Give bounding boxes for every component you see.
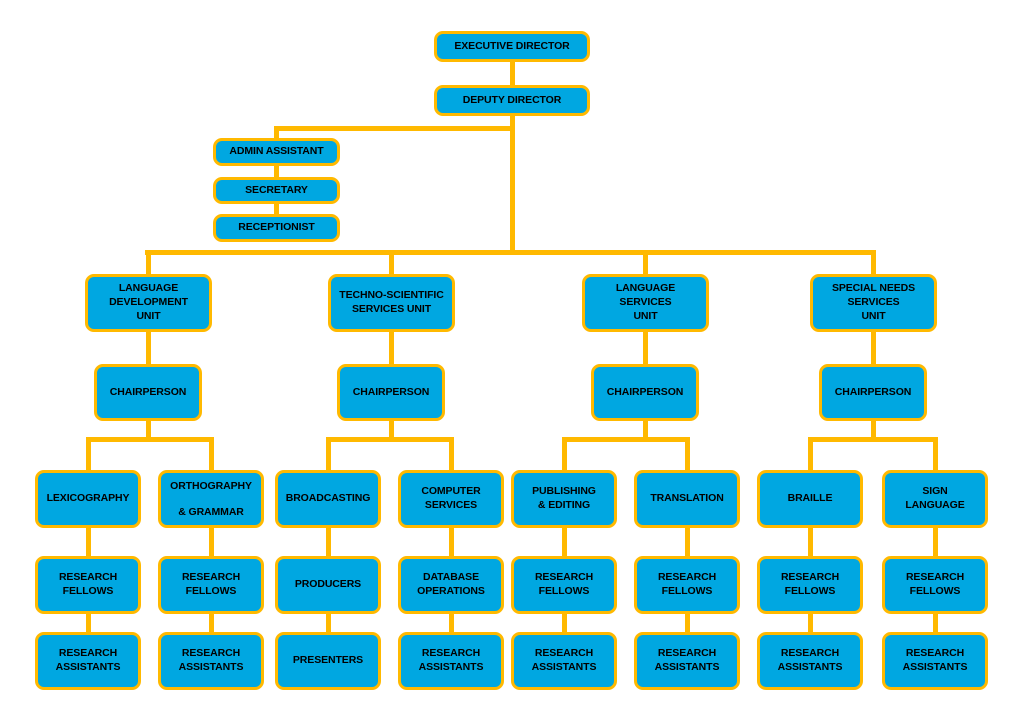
node-broadcasting: BROADCASTING xyxy=(275,470,381,528)
connector-unit-chair-3 xyxy=(643,331,648,364)
node-receptionist: RECEPTIONIST xyxy=(213,214,340,242)
connector-split-bar-4 xyxy=(808,437,936,442)
node-publishing-editing: PUBLISHING & EDITING xyxy=(511,470,617,528)
connector-branch-admin xyxy=(274,126,279,138)
connector-row1-row2 xyxy=(449,527,454,556)
node-producers: PRODUCERS xyxy=(275,556,381,614)
node-research-fellows-lexicography: RESEARCH FELLOWS xyxy=(35,556,141,614)
connector-admin-branch xyxy=(274,126,515,131)
connector-unit-chair-2 xyxy=(389,331,394,364)
connector-row2-row3 xyxy=(933,613,938,632)
node-computer-services: COMPUTER SERVICES xyxy=(398,470,504,528)
node-translation: TRANSLATION xyxy=(634,470,740,528)
node-research-fellows-braille: RESEARCH FELLOWS xyxy=(757,556,863,614)
node-orthography-grammar: ORTHOGRAPHY & GRAMMAR xyxy=(158,470,264,528)
connector-bar-leaf xyxy=(808,437,813,470)
connector-row1-row2 xyxy=(933,527,938,556)
node-chairperson-language-services: CHAIRPERSON xyxy=(591,364,699,421)
connector-row2-row3 xyxy=(808,613,813,632)
connector-bar-leaf xyxy=(933,437,938,470)
connector-secretary-receptionist xyxy=(274,203,279,214)
connector-row1-row2 xyxy=(86,527,91,556)
node-language-development-unit: LANGUAGE DEVELOPMENT UNIT xyxy=(85,274,212,332)
connector-unit-chair-4 xyxy=(871,331,876,364)
connector-bar-leaf xyxy=(86,437,91,470)
connector-bar-leaf xyxy=(685,437,690,470)
connector-split-bar-1 xyxy=(86,437,214,442)
connector-bar-leaf xyxy=(449,437,454,470)
node-techno-scientific-services-unit: TECHNO-SCIENTIFIC SERVICES UNIT xyxy=(328,274,455,332)
connector-chair-split-1 xyxy=(146,420,151,437)
node-research-fellows-publishing: RESEARCH FELLOWS xyxy=(511,556,617,614)
node-research-assistants-lexicography: RESEARCH ASSISTANTS xyxy=(35,632,141,690)
connector-main-horizontal xyxy=(145,250,876,255)
node-research-assistants-translation: RESEARCH ASSISTANTS xyxy=(634,632,740,690)
node-secretary: SECRETARY xyxy=(213,177,340,204)
node-research-assistants-computer: RESEARCH ASSISTANTS xyxy=(398,632,504,690)
node-language-services-unit: LANGUAGE SERVICES UNIT xyxy=(582,274,709,332)
node-chairperson-techno-scientific: CHAIRPERSON xyxy=(337,364,445,421)
node-chairperson-language-development: CHAIRPERSON xyxy=(94,364,202,421)
node-deputy-director: DEPUTY DIRECTOR xyxy=(434,85,590,116)
node-chairperson-special-needs: CHAIRPERSON xyxy=(819,364,927,421)
connector-row2-row3 xyxy=(209,613,214,632)
connector-drop-unit-3 xyxy=(643,250,648,274)
connector-exec-deputy xyxy=(510,62,515,85)
node-research-fellows-sign-language: RESEARCH FELLOWS xyxy=(882,556,988,614)
connector-row1-row2 xyxy=(562,527,567,556)
node-database-operations: DATABASE OPERATIONS xyxy=(398,556,504,614)
connector-row1-row2 xyxy=(808,527,813,556)
connector-unit-chair-1 xyxy=(146,331,151,364)
node-research-assistants-publishing: RESEARCH ASSISTANTS xyxy=(511,632,617,690)
node-presenters: PRESENTERS xyxy=(275,632,381,690)
connector-row1-row2 xyxy=(685,527,690,556)
connector-row2-row3 xyxy=(326,613,331,632)
connector-deputy-main xyxy=(510,116,515,255)
node-research-fellows-translation: RESEARCH FELLOWS xyxy=(634,556,740,614)
connector-bar-leaf xyxy=(209,437,214,470)
node-special-needs-services-unit: SPECIAL NEEDS SERVICES UNIT xyxy=(810,274,937,332)
connector-split-bar-3 xyxy=(562,437,690,442)
connector-row2-row3 xyxy=(562,613,567,632)
connector-drop-unit-2 xyxy=(389,250,394,274)
connector-chair-split-3 xyxy=(643,420,648,437)
connector-drop-unit-4 xyxy=(871,250,876,274)
connector-chair-split-4 xyxy=(871,420,876,437)
connector-bar-leaf xyxy=(326,437,331,470)
connector-drop-unit-1 xyxy=(146,250,151,274)
node-braille: BRAILLE xyxy=(757,470,863,528)
connector-row2-row3 xyxy=(86,613,91,632)
node-admin-assistant: ADMIN ASSISTANT xyxy=(213,138,340,166)
connector-bar-leaf xyxy=(562,437,567,470)
node-research-assistants-braille: RESEARCH ASSISTANTS xyxy=(757,632,863,690)
connector-row1-row2 xyxy=(326,527,331,556)
node-lexicography: LEXICOGRAPHY xyxy=(35,470,141,528)
node-sign-language: SIGN LANGUAGE xyxy=(882,470,988,528)
connector-split-bar-2 xyxy=(326,437,454,442)
connector-admin-secretary xyxy=(274,166,279,177)
connector-row1-row2 xyxy=(209,527,214,556)
connector-chair-split-2 xyxy=(389,420,394,437)
node-research-fellows-orthography: RESEARCH FELLOWS xyxy=(158,556,264,614)
node-executive-director: EXECUTIVE DIRECTOR xyxy=(434,31,590,62)
node-research-assistants-sign-language: RESEARCH ASSISTANTS xyxy=(882,632,988,690)
node-research-assistants-orthography: RESEARCH ASSISTANTS xyxy=(158,632,264,690)
connector-row2-row3 xyxy=(685,613,690,632)
connector-row2-row3 xyxy=(449,613,454,632)
